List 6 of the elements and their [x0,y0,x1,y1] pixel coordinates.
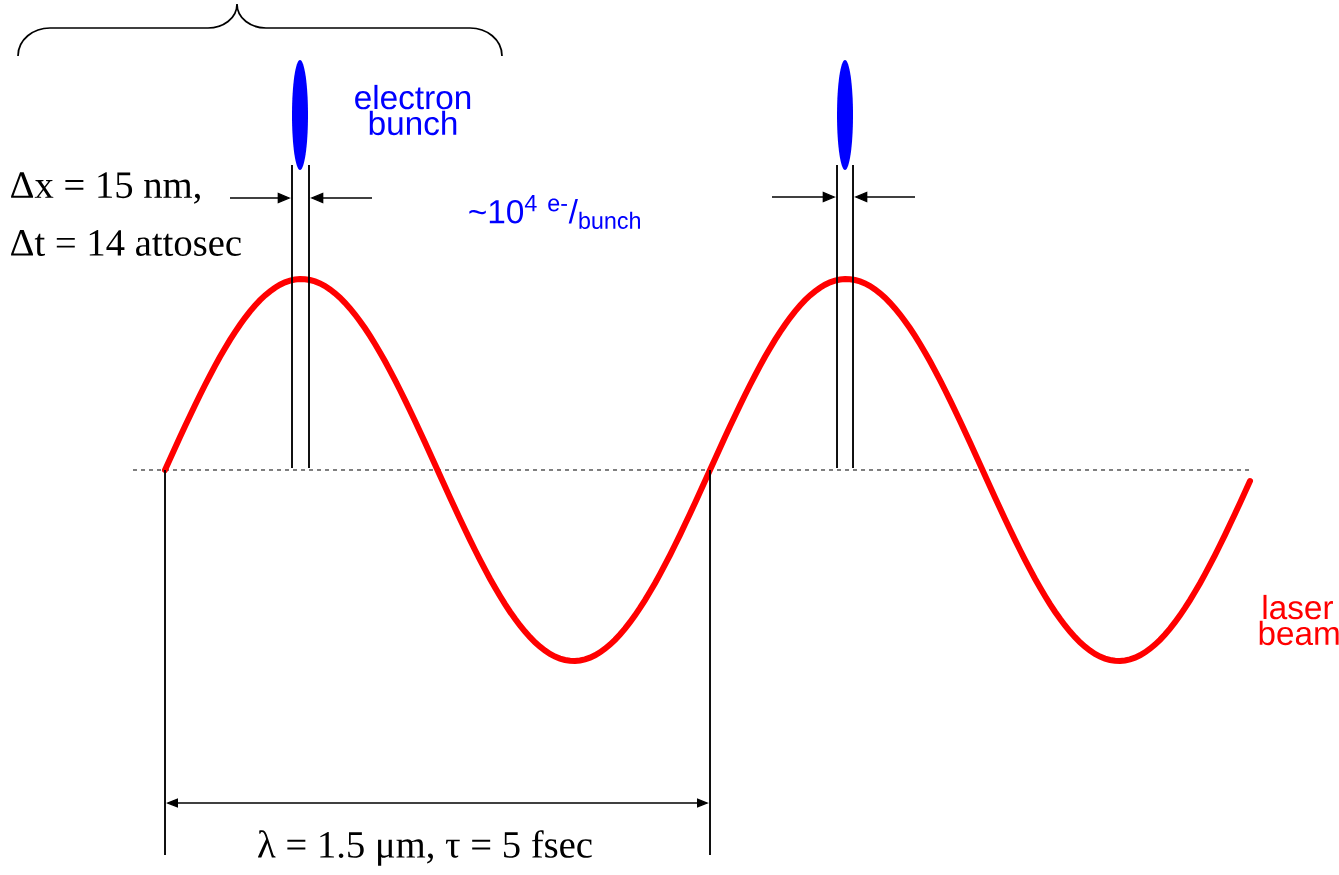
text-label: λ = 1.5 μm, τ = 5 fsec [258,830,592,866]
text-label: Δx = 15 nm, [11,172,200,204]
text-label: Δt = 14 attosec [11,230,241,256]
text-label: ~10$^{4 e-}$/$_{bunch}$ [469,195,640,229]
text-label: laser beam [1259,594,1339,646]
text-label: electron bunch [355,84,471,136]
